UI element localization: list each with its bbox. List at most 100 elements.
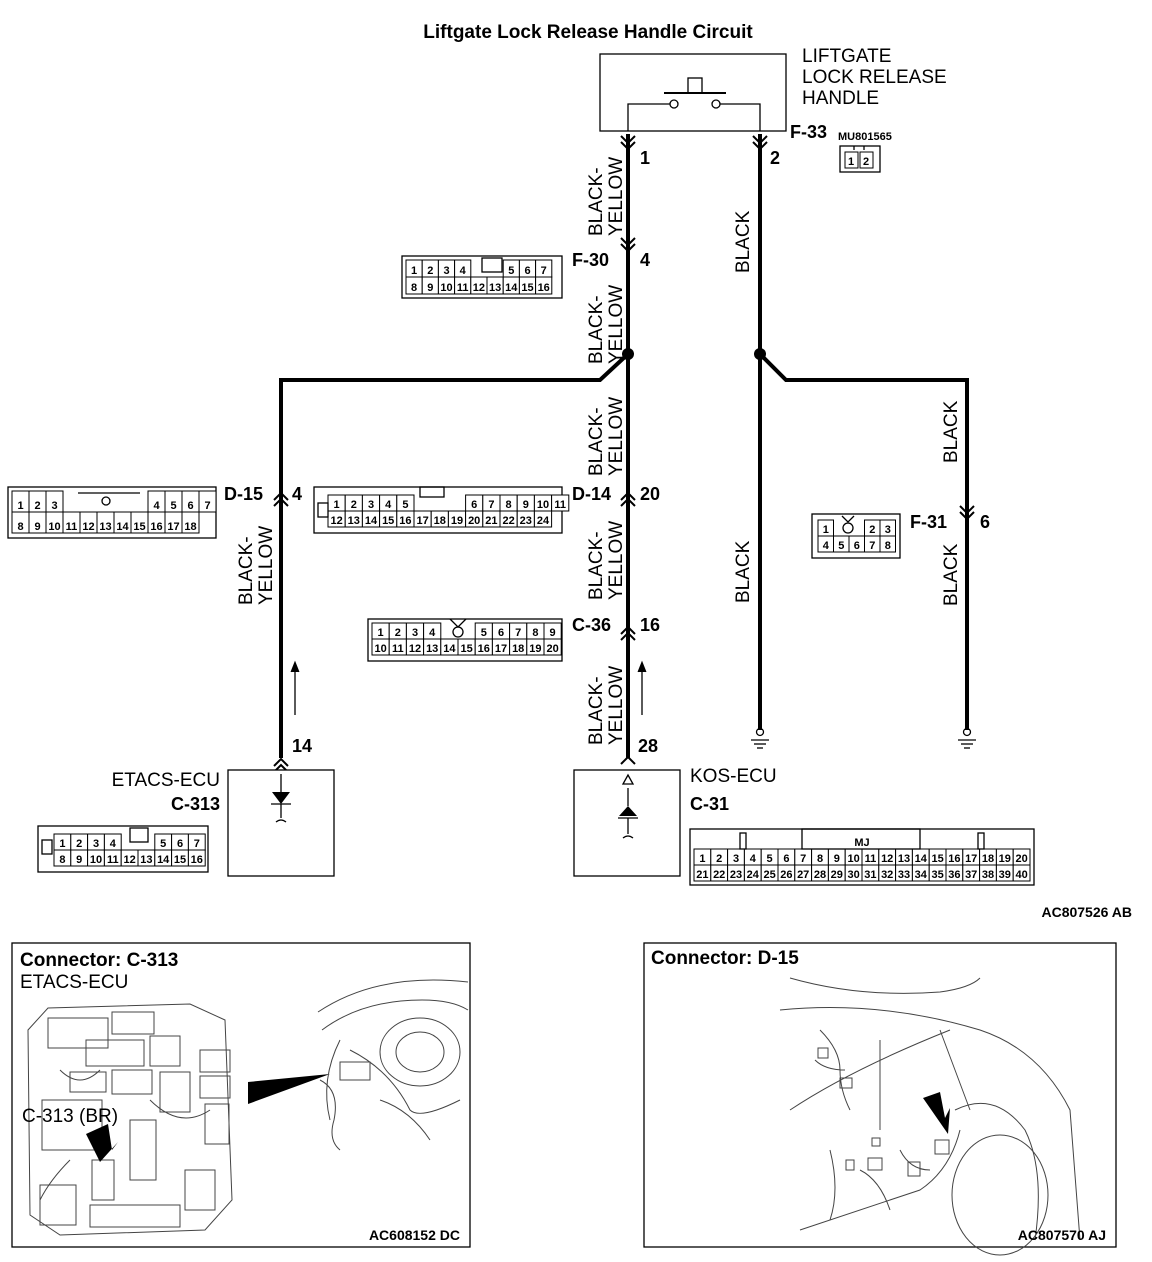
connector-pin: 4 — [110, 838, 117, 850]
connector-pin: 20 — [468, 515, 480, 527]
connector-pin: 13 — [99, 521, 111, 533]
svg-text:1: 1 — [848, 156, 854, 168]
connector-pin: 36 — [948, 869, 960, 881]
wire-label-black-1: BLACK — [733, 210, 754, 273]
svg-text:BLACK-: BLACK- — [236, 536, 257, 605]
c31-key-label: MJ — [854, 837, 869, 849]
connector-pin: 11 — [107, 854, 119, 866]
connector-pin: 1 — [699, 853, 705, 865]
etacs-pin: 14 — [292, 736, 312, 756]
connector-pin: 30 — [847, 869, 859, 881]
flow-arrow-right — [637, 660, 647, 715]
connector-pin: 8 — [506, 499, 512, 511]
connector-pin: 4 — [153, 500, 160, 512]
connector-pin: 4 — [823, 540, 830, 552]
c313-callout-label: C-313 (BR) — [22, 1106, 118, 1127]
connector-pin: 8 — [17, 521, 23, 533]
connector-pin: 22 — [502, 515, 514, 527]
connector-pin: 15 — [521, 282, 533, 294]
connector-pin: 26 — [780, 869, 792, 881]
connector-pin: 21 — [485, 515, 497, 527]
etacs-connector-label: C-313 — [171, 794, 220, 814]
handle-pin-2: 2 — [770, 148, 780, 168]
connector-pin: 9 — [834, 853, 840, 865]
connector-pin: 13 — [489, 282, 501, 294]
connector-pin: 2 — [395, 627, 401, 639]
wire-label-by-1: BLACK- YELLOW — [586, 157, 627, 236]
connector-pin: 1 — [823, 524, 829, 536]
connector-pin: 24 — [747, 869, 760, 881]
connector-pin: 8 — [59, 854, 65, 866]
connector-pin: 6 — [471, 499, 477, 511]
connector-pin: 10 — [48, 521, 60, 533]
connector-pin: 23 — [520, 515, 532, 527]
c313-panel-subtitle: ETACS-ECU — [20, 972, 128, 993]
connector-pin: 5 — [402, 499, 408, 511]
d14-label: D-14 — [572, 484, 611, 504]
svg-text:YELLOW: YELLOW — [606, 397, 627, 476]
connector-pin: 34 — [915, 869, 928, 881]
connector-pin: 17 — [167, 521, 179, 533]
connector-pin: 7 — [204, 500, 210, 512]
main-diagram-ref: AC807526 AB — [1041, 904, 1132, 920]
svg-text:YELLOW: YELLOW — [606, 285, 627, 364]
c36-pin: 16 — [640, 615, 660, 635]
connector-pin: 2 — [351, 499, 357, 511]
connector-pin: 3 — [51, 500, 57, 512]
f31-pin: 6 — [980, 512, 990, 532]
kos-ecu-name: KOS-ECU — [690, 766, 777, 787]
connector-pin: 18 — [982, 853, 994, 865]
connector-pin: 8 — [532, 627, 538, 639]
connector-pin: 18 — [434, 515, 446, 527]
connector-pin: 22 — [713, 869, 725, 881]
splice-point-black — [754, 348, 766, 360]
flow-arrow-left — [290, 660, 300, 715]
connector-pin: 23 — [730, 869, 742, 881]
wire-label-by-2: BLACK- YELLOW — [586, 285, 627, 364]
svg-text:BLACK-: BLACK- — [586, 407, 607, 476]
connector-pin: 15 — [174, 854, 186, 866]
connector-pin: 17 — [965, 853, 977, 865]
connector-pin: 14 — [505, 282, 518, 294]
handle-name-line3: HANDLE — [802, 88, 879, 109]
connector-pin: 9 — [427, 282, 433, 294]
connector-pin: 4 — [460, 265, 467, 277]
connector-pin: 7 — [194, 838, 200, 850]
connector-pin: 16 — [538, 282, 550, 294]
connector-pin: 38 — [982, 869, 994, 881]
connector-pin: 6 — [854, 540, 860, 552]
connector-pin: 2 — [76, 838, 82, 850]
connector-pin: 1 — [411, 265, 417, 277]
wire-black-ground-2 — [758, 352, 969, 730]
f33-connector-face: 1 2 — [839, 145, 881, 173]
connector-pin: 19 — [451, 515, 463, 527]
connector-pin: 37 — [965, 869, 977, 881]
connector-pin: 14 — [157, 854, 170, 866]
connector-pin: 3 — [443, 265, 449, 277]
connector-pin: 39 — [999, 869, 1011, 881]
c313-panel-title: Connector: C-313 — [20, 950, 178, 971]
connector-pin: 7 — [515, 627, 521, 639]
connector-pin: 8 — [885, 540, 891, 552]
wire-label-by-3: BLACK- YELLOW — [586, 397, 627, 476]
connector-pin: 32 — [881, 869, 893, 881]
connector-pin: 28 — [814, 869, 826, 881]
liftgate-lock-release-handle — [599, 53, 787, 132]
d15-label: D-15 — [224, 484, 263, 504]
handle-part-number: MU801565 — [838, 131, 892, 143]
connector-pin: 6 — [187, 500, 193, 512]
connector-pin: 27 — [797, 869, 809, 881]
connector-pin: 6 — [524, 265, 530, 277]
connector-pin: 3 — [733, 853, 739, 865]
connector-pin: 2 — [869, 524, 875, 536]
connector-pin: 5 — [838, 540, 844, 552]
svg-text:YELLOW: YELLOW — [256, 526, 277, 605]
connector-pin: 1 — [17, 500, 23, 512]
wire-label-black-2: BLACK — [733, 540, 754, 603]
svg-text:YELLOW: YELLOW — [606, 157, 627, 236]
connector-pin: 11 — [66, 521, 78, 533]
